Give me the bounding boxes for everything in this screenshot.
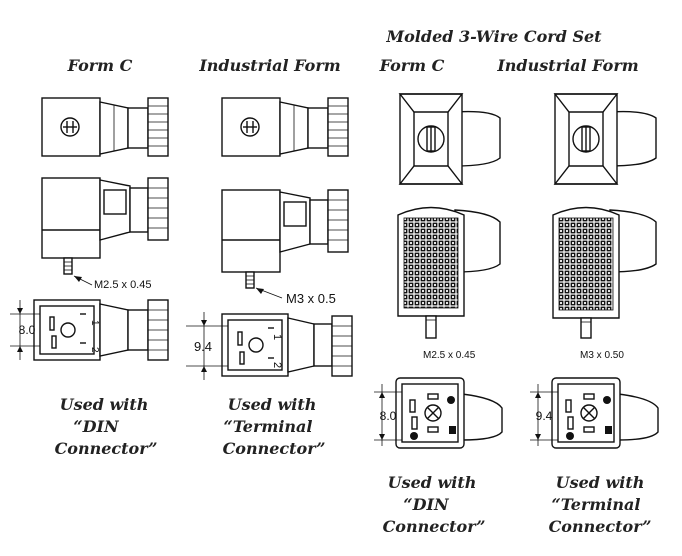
form-c-pin-1-label: 1 — [89, 320, 100, 326]
form-c-caption-line2: “DIN — [73, 417, 120, 436]
form-c-side-view — [41, 177, 169, 286]
screw-head-icon — [417, 125, 445, 153]
form-c-title: Form C — [67, 56, 133, 75]
screw-head-icon — [240, 117, 260, 137]
molded-industrial-form-side-view — [552, 206, 657, 339]
molded-form-c-title: Form C — [379, 56, 445, 75]
molded-form-c-side-view — [397, 206, 501, 339]
industrial-form-pin-1-label: 1 — [271, 334, 283, 340]
industrial-form-front-view — [186, 312, 353, 380]
screw-head-icon — [60, 117, 80, 137]
molded-form-c-top-view — [398, 93, 501, 185]
molded-industrial-form-top-view — [553, 93, 657, 185]
form-c-caption-line3: Connector” — [55, 439, 158, 458]
industrial-form-caption-line3: Connector” — [223, 439, 326, 458]
form-c-caption-line1: Used with — [60, 395, 149, 414]
form-c-top-view — [41, 97, 169, 157]
molded-industrial-form-front-view — [530, 377, 659, 449]
molded-form-c-caption-line3: Connector” — [383, 517, 486, 536]
industrial-form-height-label: 9.4 — [194, 339, 212, 354]
molded-form-c-front-view — [374, 377, 503, 449]
molded-form-c-height-label: 8.0 — [380, 409, 397, 423]
form-c-front-view — [10, 299, 169, 361]
molded-industrial-form-caption-line2: “Terminal — [552, 495, 641, 514]
molded-industrial-form-title: Industrial Form — [496, 56, 638, 75]
industrial-form-pin-2-label: 2 — [271, 362, 283, 368]
industrial-form-top-view — [221, 97, 349, 157]
industrial-form-side-view — [221, 189, 349, 299]
molded-form-c-caption-line1: Used with — [388, 473, 477, 492]
molded-industrial-form-thread-label: M3 x 0.50 — [580, 350, 624, 361]
industrial-form-thread-label: M3 x 0.5 — [286, 291, 336, 306]
form-c-height-label: 8.0 — [19, 323, 36, 337]
molded-cord-set-title: Molded 3-Wire Cord Set — [385, 27, 602, 46]
molded-industrial-form-caption-line1: Used with — [556, 473, 645, 492]
screw-head-icon — [572, 125, 600, 153]
molded-form-c-thread-label: M2.5 x 0.45 — [423, 350, 476, 361]
industrial-form-title: Industrial Form — [198, 56, 340, 75]
industrial-form-caption-line2: “Terminal — [224, 417, 313, 436]
molded-form-c-caption-line2: “DIN — [403, 495, 450, 514]
form-c-thread-label: M2.5 x 0.45 — [94, 279, 151, 291]
molded-industrial-form-height-label: 9.4 — [536, 409, 553, 423]
form-c-pin-2-label: 2 — [89, 347, 100, 353]
industrial-form-caption-line1: Used with — [228, 395, 317, 414]
molded-industrial-form-caption-line3: Connector” — [549, 517, 652, 536]
